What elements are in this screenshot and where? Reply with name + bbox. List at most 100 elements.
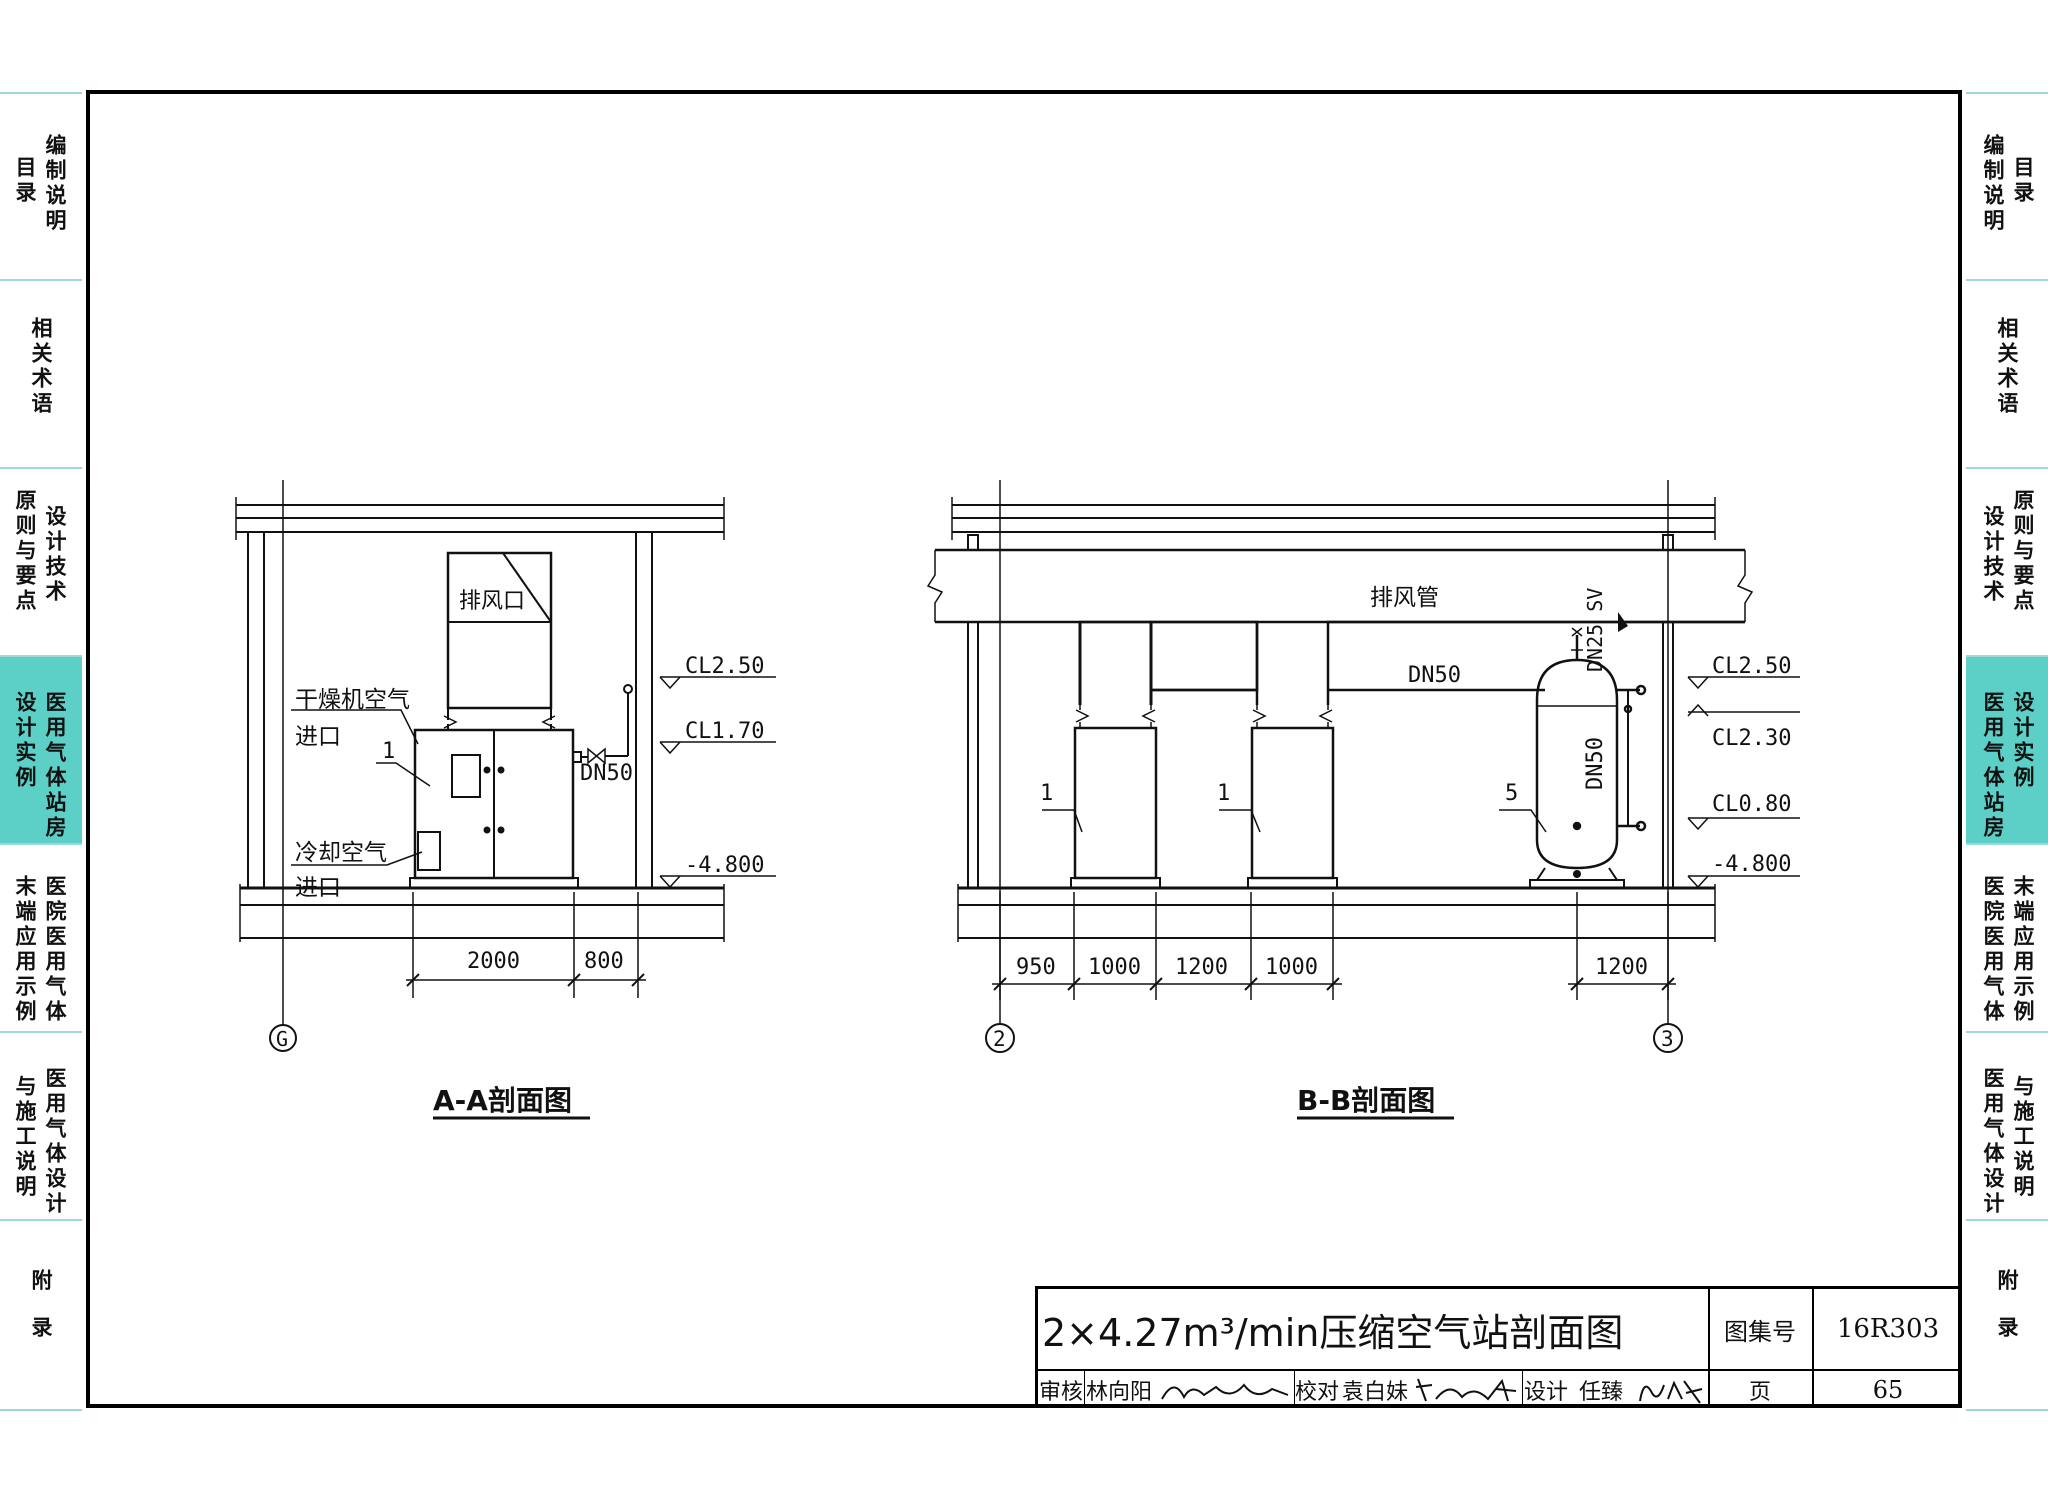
pipe-label-dn50-vertical: DN50 bbox=[1583, 737, 1608, 790]
duct-stack-2-right bbox=[1326, 620, 1598, 705]
sidebar-item-label: 设计技术 bbox=[43, 505, 67, 605]
pipe-label-dn50-bb: DN50 bbox=[1408, 663, 1461, 688]
dryer-inlet-label-2: 进口 bbox=[295, 724, 341, 750]
section-bb-dimensions bbox=[992, 892, 1676, 1000]
sidebar-item-design-principles[interactable]: 设计技术 原则与要点 bbox=[0, 467, 82, 655]
reviewer-signature bbox=[1161, 1383, 1289, 1400]
axis-label-2: 2 bbox=[993, 1027, 1006, 1051]
elevation-cl250-aa: CL2.50 bbox=[685, 654, 764, 679]
sidebar-item-label: 医用气体设计 bbox=[43, 1067, 67, 1217]
exhaust-outlet-label: 排风口 bbox=[459, 589, 525, 614]
axis-label-3: 3 bbox=[1661, 1027, 1674, 1051]
axis-marker-3 bbox=[1653, 1023, 1683, 1053]
sidebar-item-label: 医用气体设计 bbox=[1981, 1067, 2005, 1217]
dimension-2000: 2000 bbox=[467, 949, 520, 974]
section-bb-elevation-markers bbox=[1687, 676, 1800, 889]
sidebar-item-label: 相关术语 bbox=[1995, 317, 2019, 417]
sidebar-item-station-examples[interactable]: 医用气体站房 设计实例 bbox=[1966, 655, 2048, 843]
dimension-1000-a: 1000 bbox=[1088, 955, 1141, 980]
elevation-cl170-aa: CL1.70 bbox=[685, 719, 764, 744]
sidebar-item-terms[interactable]: 相关术语 bbox=[0, 279, 82, 467]
design-label: 设计 bbox=[1523, 1379, 1568, 1405]
sidebar-item-label: 附录 bbox=[29, 1269, 53, 1363]
drawing-frame bbox=[86, 90, 1962, 1408]
dimension-800: 800 bbox=[584, 949, 624, 974]
reviewer-name: 林向阳 bbox=[1085, 1379, 1152, 1405]
sidebar-item-contents[interactable]: 编制说明 目录 bbox=[0, 92, 82, 279]
axis-marker-2 bbox=[985, 1023, 1015, 1053]
sidebar-item-terminal-examples[interactable]: 医院医用气体 末端应用示例 bbox=[1966, 843, 2048, 1031]
exhaust-pipe-label: 排风管 bbox=[1370, 585, 1439, 611]
cooling-inlet-label-2: 进口 bbox=[295, 875, 341, 901]
section-aa-elevation-markers bbox=[659, 676, 776, 889]
sidebar-item-contents[interactable]: 编制说明 目录 bbox=[1966, 92, 2048, 279]
designer-name: 任臻 bbox=[1578, 1379, 1623, 1405]
section-aa bbox=[235, 480, 725, 1052]
pipe-label-dn50-aa: DN50 bbox=[580, 761, 633, 786]
axis-label-g: G bbox=[276, 1027, 288, 1051]
sidebar-item-label-2: 末端应用示例 bbox=[13, 875, 37, 1025]
cooling-inlet-label-1: 冷却空气 bbox=[295, 840, 387, 866]
sidebar-item-label-2: 设计实例 bbox=[2011, 691, 2035, 791]
drawing-title: 2×4.27m³/min压缩空气站剖面图 bbox=[1042, 1310, 1624, 1355]
sidebar-item-label: 编制说明 bbox=[43, 134, 67, 234]
sidebar-item-label: 医用气体站房 bbox=[1981, 691, 2005, 841]
air-receiver-tank bbox=[1529, 627, 1647, 889]
sidebar-item-construction-notes[interactable]: 医用气体设计 与施工说明 bbox=[1966, 1031, 2048, 1219]
check-label: 校对 bbox=[1294, 1379, 1339, 1405]
section-bb-title: B-B剖面图 bbox=[1297, 1084, 1435, 1117]
item-number-1-aa: 1 bbox=[382, 739, 395, 764]
elevation-floor-aa: -4.800 bbox=[685, 853, 764, 878]
axis-marker-g bbox=[269, 1024, 297, 1052]
sidebar-item-label: 附录 bbox=[1995, 1269, 2019, 1363]
sidebar-item-terms[interactable]: 相关术语 bbox=[1966, 279, 2048, 467]
sidebar-item-label-2: 与施工说明 bbox=[13, 1075, 37, 1200]
sidebar-item-appendix[interactable]: 附录 bbox=[1966, 1219, 2048, 1411]
sidebar-item-label: 医院医用气体 bbox=[1981, 875, 2005, 1025]
left-sidebar: 编制说明 目录 相关术语 设计技术 原则与要点 医用气体站房 设计实例 医院医用… bbox=[0, 0, 82, 1497]
elevation-cl230-bb: CL2.30 bbox=[1712, 726, 1791, 751]
section-aa-title: A-A剖面图 bbox=[433, 1084, 572, 1117]
atlas-number: 16R303 bbox=[1836, 1314, 1940, 1344]
section-aa-dimensions bbox=[406, 892, 646, 998]
item-number-5-bb: 5 bbox=[1505, 781, 1518, 806]
sidebar-item-label-2: 末端应用示例 bbox=[2011, 875, 2035, 1025]
right-sidebar: 编制说明 目录 相关术语 设计技术 原则与要点 医用气体站房 设计实例 医院医用… bbox=[1966, 0, 2048, 1497]
sidebar-item-label: 医院医用气体 bbox=[43, 875, 67, 1025]
item-number-1-bb-b: 1 bbox=[1217, 781, 1230, 806]
sidebar-item-label-2: 目录 bbox=[13, 156, 37, 206]
sidebar-item-label-2: 原则与要点 bbox=[2011, 489, 2035, 614]
checker-name: 袁白妹 bbox=[1341, 1379, 1408, 1405]
elevation-cl080-bb: CL0.80 bbox=[1712, 792, 1791, 817]
sidebar-item-appendix[interactable]: 附录 bbox=[0, 1219, 82, 1411]
duct-left-stack bbox=[1078, 620, 1151, 705]
sidebar-item-construction-notes[interactable]: 医用气体设计 与施工说明 bbox=[0, 1031, 82, 1219]
dimension-1200-a: 1200 bbox=[1175, 955, 1228, 980]
page-label: 页 bbox=[1748, 1379, 1771, 1405]
safety-valve-icon bbox=[1618, 612, 1628, 632]
dimension-1200-b: 1200 bbox=[1595, 955, 1648, 980]
safety-valve-label: DN25 SV bbox=[1583, 588, 1607, 672]
item-number-1-bb-a: 1 bbox=[1040, 781, 1053, 806]
sidebar-item-design-principles[interactable]: 设计技术 原则与要点 bbox=[1966, 467, 2048, 655]
dryer-air-inlet bbox=[451, 754, 481, 798]
page-number: 65 bbox=[1872, 1375, 1904, 1404]
sidebar-item-label-2: 目录 bbox=[2011, 156, 2035, 206]
sidebar-item-label-2: 与施工说明 bbox=[2011, 1075, 2035, 1200]
sidebar-item-station-examples[interactable]: 医用气体站房 设计实例 bbox=[0, 655, 82, 843]
checker-signature bbox=[1415, 1378, 1517, 1402]
sidebar-item-label: 医用气体站房 bbox=[43, 691, 67, 841]
review-label: 审核 bbox=[1038, 1379, 1083, 1405]
cooling-air-inlet bbox=[417, 831, 441, 871]
sidebar-item-label-2: 设计实例 bbox=[13, 691, 37, 791]
sidebar-item-terminal-examples[interactable]: 医院医用气体 末端应用示例 bbox=[0, 843, 82, 1031]
sidebar-item-label: 编制说明 bbox=[1981, 134, 2005, 234]
dimension-950: 950 bbox=[1016, 955, 1056, 980]
dryer-inlet-label-1: 干燥机空气 bbox=[295, 687, 410, 713]
sidebar-item-label: 相关术语 bbox=[29, 317, 53, 417]
elevation-cl250-bb: CL2.50 bbox=[1712, 654, 1791, 679]
sidebar-item-label-2: 原则与要点 bbox=[13, 489, 37, 614]
